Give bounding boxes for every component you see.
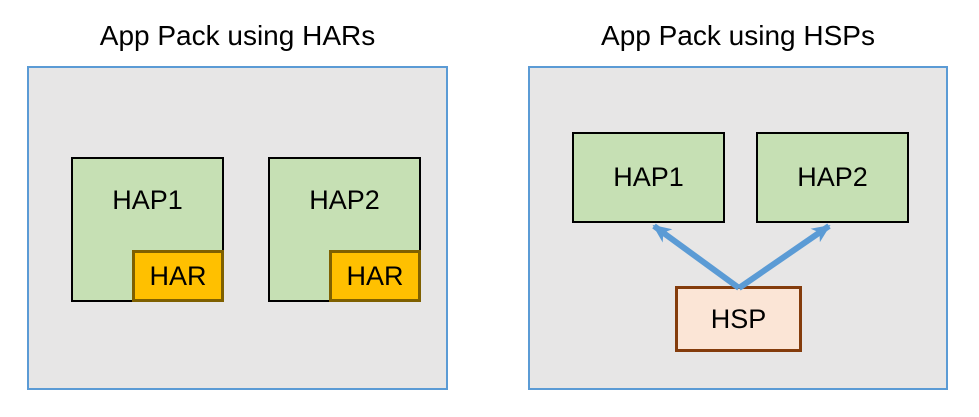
hap2-box-hsp-variant: HAP2 bbox=[756, 132, 909, 223]
hsp-box: HSP bbox=[675, 286, 802, 352]
arrow-hsp-to-hap2 bbox=[737, 223, 831, 291]
hap2-box-har-variant: HAP2 HAR bbox=[268, 157, 421, 302]
hap1-label: HAP1 bbox=[613, 162, 684, 192]
left-figure-title: App Pack using HARs bbox=[99, 20, 376, 51]
figure-har: App Pack using HARs HAP1 HAR HAP2 HAR bbox=[27, 0, 448, 417]
figure-hsp: App Pack using HSPs HAP1 HAP2 HSP bbox=[528, 0, 948, 417]
har-label: HAR bbox=[149, 260, 207, 291]
arrow-hsp-to-hap1 bbox=[652, 223, 741, 291]
left-app-pack-panel: HAP1 HAR HAP2 HAR bbox=[27, 66, 448, 390]
hsp-label: HSP bbox=[710, 303, 767, 334]
right-app-pack-panel: HAP1 HAP2 HSP bbox=[528, 66, 948, 390]
hap1-box-hsp-variant: HAP1 bbox=[572, 132, 725, 223]
hap1-box-har-variant: HAP1 HAR bbox=[71, 157, 224, 302]
hap2-label: HAP2 bbox=[309, 185, 380, 215]
right-figure-title: App Pack using HSPs bbox=[601, 20, 875, 51]
hap1-label: HAP1 bbox=[112, 185, 183, 215]
har-box-in-hap2: HAR bbox=[329, 250, 421, 302]
har-label: HAR bbox=[346, 260, 404, 291]
hap2-label: HAP2 bbox=[797, 162, 868, 192]
har-box-in-hap1: HAR bbox=[132, 250, 224, 302]
